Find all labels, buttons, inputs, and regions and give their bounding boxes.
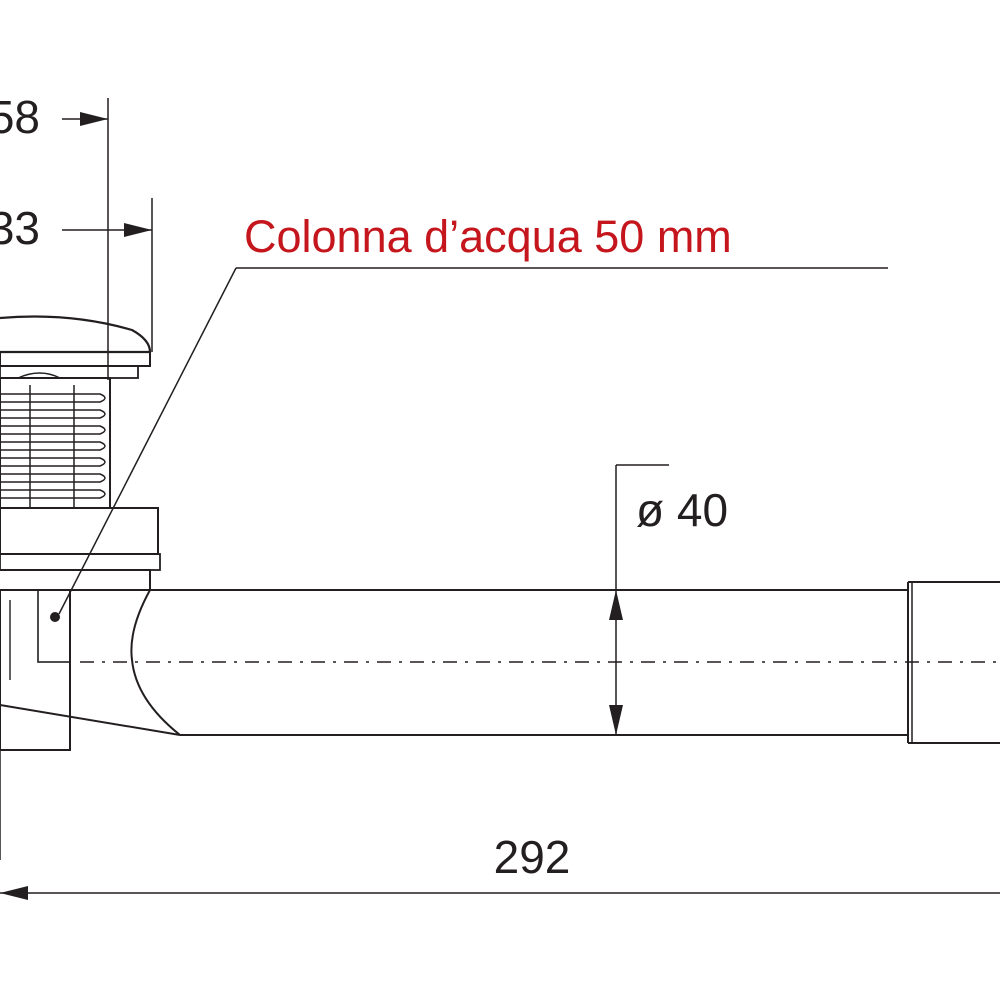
dimension-33: 33 (0, 198, 153, 352)
dimension-292: 292 (0, 750, 1000, 900)
dimension-292-label: 292 (494, 831, 571, 883)
dimension-diameter-label: ø 40 (636, 484, 728, 536)
water-column-label: Colonna d’acqua 50 mm (244, 211, 732, 262)
dimension-diameter: ø 40 (609, 464, 728, 735)
water-column-callout: Colonna d’acqua 50 mm (58, 211, 888, 615)
dimension-58: 58 (0, 91, 109, 380)
water-column-marker (50, 612, 60, 622)
threaded-body (0, 377, 111, 509)
dimension-33-label: 33 (0, 202, 40, 254)
dimension-58-label: 58 (0, 91, 40, 143)
outlet-pipe (0, 581, 1000, 744)
lower-housing (0, 507, 161, 751)
drain-cap (0, 315, 152, 379)
